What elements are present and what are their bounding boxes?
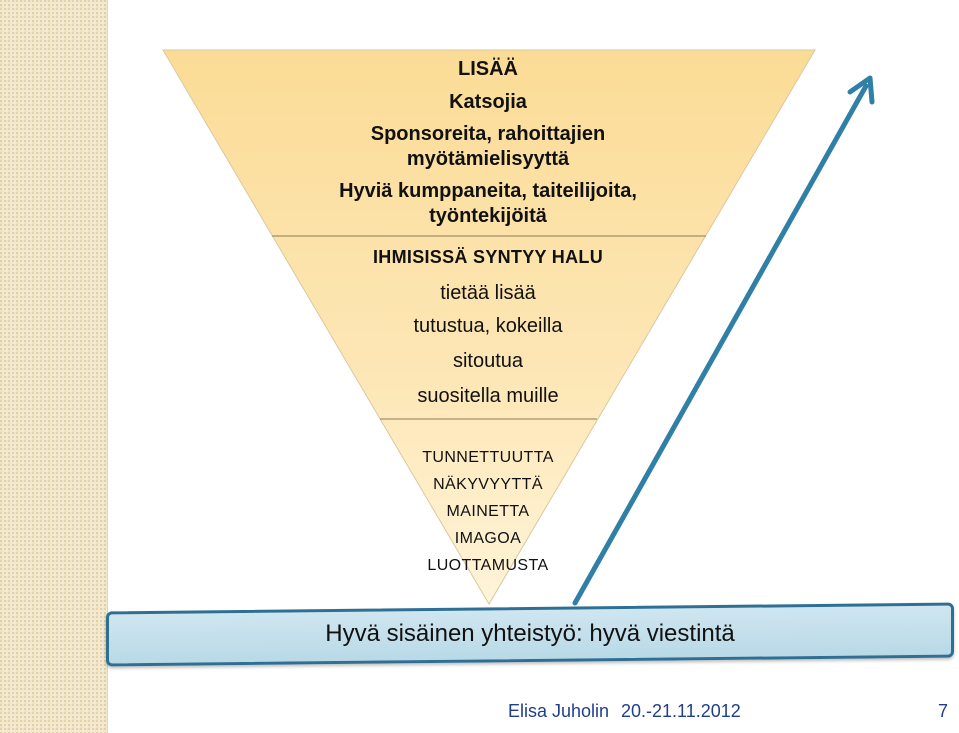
- middle-line-2: tutustua, kokeilla: [413, 315, 563, 337]
- top-line-5: Hyviä kumppaneita, taiteilijoita,: [339, 180, 637, 202]
- bottom-line-3: MAINETTA: [446, 503, 530, 520]
- bottom-line-1: TUNNETTUUTTA: [422, 449, 554, 466]
- top-line-1: LISÄÄ: [458, 58, 518, 80]
- bottom-line-2: NÄKYVYYTTÄ: [433, 476, 543, 493]
- bottom-line-4: IMAGOA: [454, 530, 522, 547]
- bottom-line-5: LUOTTAMUSTA: [427, 557, 549, 574]
- arrow-up-right-icon: [572, 75, 875, 606]
- footer-page-number: 7: [938, 701, 949, 721]
- middle-line-4: suositella muille: [417, 385, 559, 407]
- top-line-3: Sponsoreita, rahoittajien: [370, 123, 606, 145]
- inverted-pyramid: [162, 49, 816, 605]
- top-line-2: Katsojia: [449, 91, 527, 113]
- decorative-side-strip: [0, 0, 108, 733]
- foundation-banner-text: Hyvä sisäinen yhteistyö: hyvä viestintä: [325, 620, 735, 647]
- middle-line-1: tietää lisää: [440, 282, 536, 304]
- footer-date: 20.-21.11.2012: [621, 701, 741, 721]
- top-line-4: myötämielisyyttä: [406, 148, 570, 170]
- middle-heading: IHMISISSÄ SYNTYY HALU: [373, 247, 603, 267]
- footer-author: Elisa Juholin: [508, 701, 610, 721]
- top-line-6: työntekijöitä: [429, 205, 547, 227]
- middle-line-3: sitoutua: [452, 350, 524, 372]
